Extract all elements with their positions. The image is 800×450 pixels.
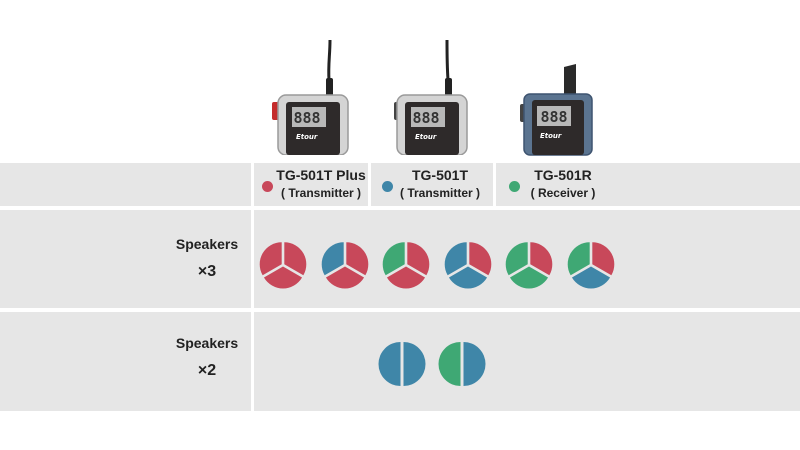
row-label-2-speakers: Speakers ×2 — [172, 329, 242, 385]
speaker-combo-pie — [259, 242, 307, 289]
header-tg-501r: TG-501R ( Receiver ) — [522, 166, 604, 206]
speaker-combo-pie — [444, 242, 491, 289]
speaker-slice-green — [509, 266, 549, 289]
speaker-slice-red — [530, 242, 553, 276]
speaker-slice-green — [382, 242, 405, 276]
speaker-slice-green — [438, 342, 461, 386]
speaker-slice-red — [263, 266, 303, 289]
device-role: ( Receiver ) — [530, 186, 596, 200]
device-name: TG-501R — [534, 167, 592, 183]
device-brand: Etour — [415, 133, 437, 141]
speaker-slice-blue — [378, 342, 401, 386]
speaker-slice-red — [468, 242, 491, 276]
speaker-slice-red — [386, 266, 426, 289]
speaker-slice-blue — [448, 266, 487, 289]
speaker-combo-pie — [378, 342, 426, 386]
column-divider — [493, 163, 496, 206]
header-band — [0, 163, 800, 206]
device-image-tg-501r: 888 Etour — [520, 64, 593, 156]
row-label-3-speakers: Speakers ×3 — [172, 230, 242, 286]
speaker-slice-blue — [444, 242, 467, 276]
device-name: TG-501T Plus — [276, 167, 366, 183]
legend-dot-blue — [382, 181, 393, 192]
row-label-line1: Speakers — [175, 335, 239, 351]
speaker-combo-pie — [321, 242, 368, 289]
speaker-combo-pie — [382, 242, 430, 289]
device-role: ( Transmitter ) — [280, 186, 361, 200]
speaker-slice-blue — [463, 342, 486, 386]
device-screen: 888 — [412, 109, 439, 127]
speaker-slice-red — [284, 242, 307, 276]
row-label-line1: Speakers — [175, 236, 239, 252]
speaker-combo-pie — [567, 242, 614, 289]
device-screen: 888 — [293, 109, 320, 127]
row-label-line2: ×3 — [197, 263, 217, 280]
device-role: ( Transmitter ) — [399, 186, 480, 200]
speaker-combo-pie — [505, 242, 553, 289]
device-image-tg-501t: 888 Etour — [394, 40, 468, 155]
speaker-slice-green — [505, 242, 528, 276]
header-tg-501t: TG-501T ( Transmitter ) — [394, 166, 486, 206]
legend-dot-green — [509, 181, 520, 192]
speaker-slice-green — [567, 242, 590, 276]
device-brand: Etour — [296, 133, 318, 141]
speaker-slice-red — [345, 242, 368, 276]
speaker-slice-red — [259, 242, 282, 276]
speaker-slice-blue — [571, 266, 610, 289]
column-divider — [368, 163, 371, 206]
column-divider — [251, 163, 254, 411]
device-screen: 888 — [540, 108, 567, 126]
speaker-slice-blue — [403, 342, 426, 386]
speaker-slice-red — [591, 242, 614, 276]
device-name: TG-501T — [411, 167, 468, 183]
row-label-line2: ×2 — [197, 362, 217, 379]
speaker-slice-blue — [321, 242, 344, 276]
speaker-slice-red — [325, 266, 364, 289]
legend-dot-red — [262, 181, 273, 192]
device-image-tg-501t-plus: 888 Etour — [272, 40, 349, 155]
speaker-slice-red — [407, 242, 430, 276]
device-brand: Etour — [540, 132, 562, 140]
header-tg-501t-plus: TG-501T Plus ( Transmitter ) — [274, 166, 368, 206]
speaker-combo-pie — [438, 342, 486, 386]
